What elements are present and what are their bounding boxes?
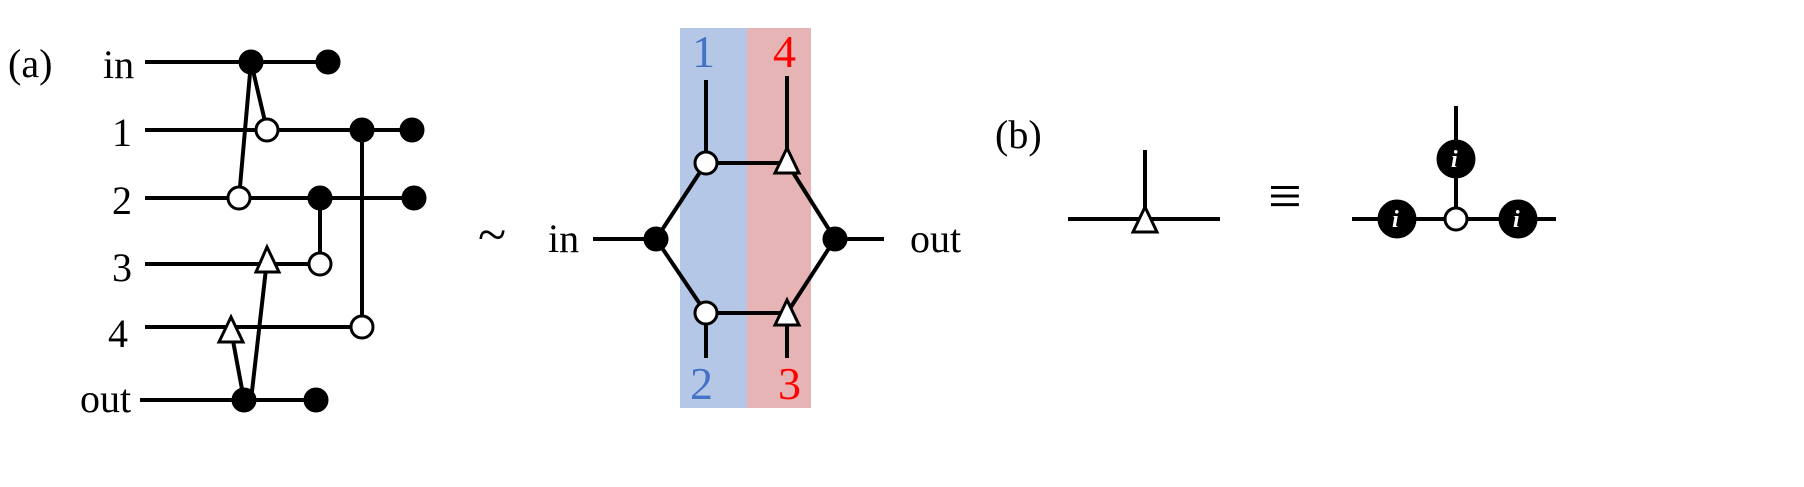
panel-b-label: (b)	[995, 112, 1042, 157]
node-filled	[401, 185, 427, 211]
node-filled	[822, 226, 848, 252]
node-filled	[303, 387, 329, 413]
row-label-in: in	[103, 42, 134, 87]
triangle-node-symbol	[1068, 150, 1220, 234]
node-open	[693, 300, 719, 326]
row-label-3: 3	[112, 245, 132, 290]
node-triangle	[253, 243, 282, 274]
node-filled	[238, 49, 264, 75]
row-label-1: 1	[112, 110, 132, 155]
hex-out-label: out	[910, 216, 961, 261]
node-filled	[231, 387, 257, 413]
node-filled	[399, 117, 425, 143]
blue-band	[680, 28, 747, 408]
i-node	[1377, 199, 1417, 239]
hex-label-4: 4	[773, 26, 796, 77]
node-filled	[307, 185, 333, 211]
node-filled	[643, 226, 669, 252]
hex-label-3: 3	[778, 358, 801, 409]
hex-nodes	[643, 144, 848, 327]
i-node	[1498, 199, 1538, 239]
hex-label-1: 1	[692, 26, 715, 77]
i-node	[1436, 139, 1476, 179]
node-triangle	[772, 296, 802, 327]
node-open	[226, 185, 252, 211]
i-label: i	[1392, 207, 1399, 233]
row-label-2: 2	[112, 178, 132, 223]
i-label: i	[1451, 147, 1458, 173]
circuit-nodes	[216, 49, 427, 413]
red-band	[747, 28, 811, 408]
tilde-symbol: ~	[478, 207, 506, 264]
node-open	[307, 251, 333, 277]
circuit-wires	[140, 60, 414, 402]
row-label-out: out	[80, 376, 131, 421]
hex-wires	[593, 76, 884, 358]
hex-label-2: 2	[690, 358, 713, 409]
row-label-4: 4	[108, 311, 128, 356]
node-triangle	[772, 144, 802, 175]
node-open	[1443, 206, 1469, 232]
node-triangle	[216, 313, 246, 344]
node-open	[254, 117, 280, 143]
hex-in-label: in	[548, 216, 579, 261]
equivalence-symbol: ≡	[1268, 163, 1302, 229]
expanded-node-symbol: i i i	[1352, 106, 1556, 239]
node-filled	[315, 49, 341, 75]
node-filled	[349, 117, 375, 143]
node-open	[349, 314, 375, 340]
node-open	[693, 150, 719, 176]
panel-a-label: (a)	[8, 41, 52, 86]
i-label: i	[1513, 207, 1520, 233]
